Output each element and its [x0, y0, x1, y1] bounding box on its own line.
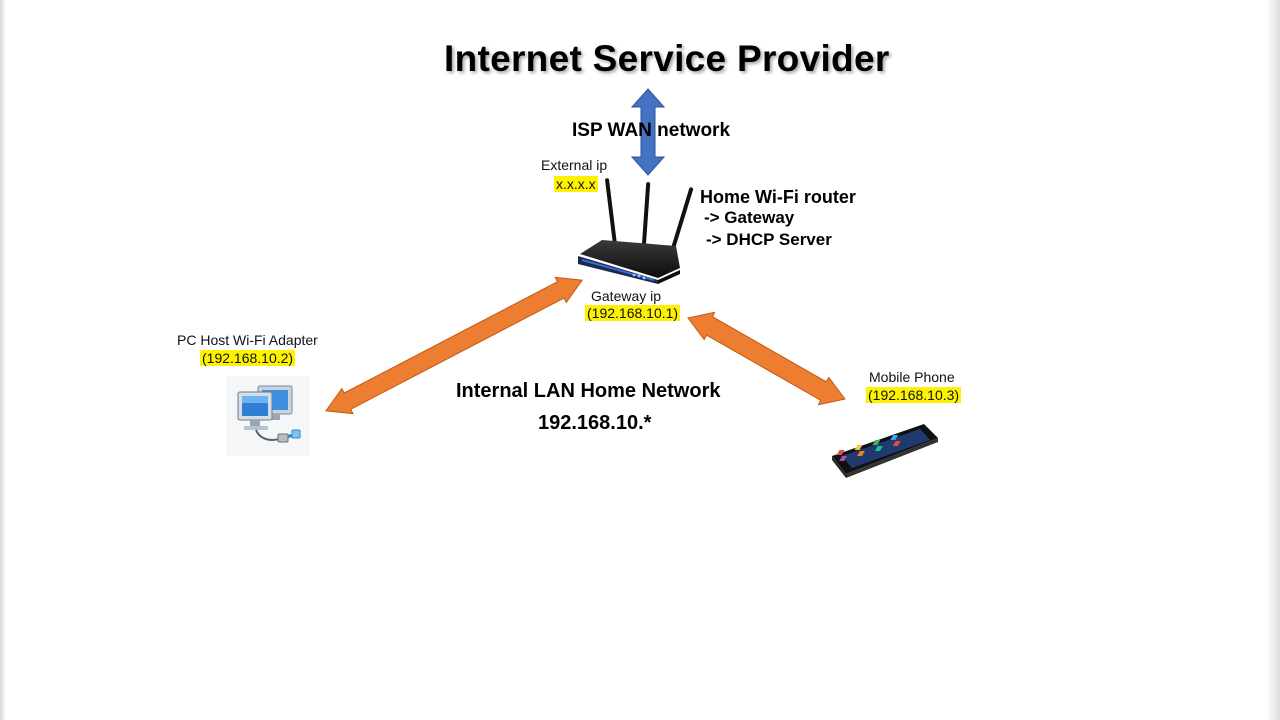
frame-edge-right — [1266, 0, 1280, 720]
diagram-title: Internet Service Provider — [444, 38, 890, 79]
pc-host-label: PC Host Wi-Fi Adapter — [177, 332, 318, 348]
frame-edge-left — [0, 0, 6, 720]
external-ip-label: External ip — [541, 157, 608, 173]
gateway-ip-label: Gateway ip — [591, 288, 662, 304]
lan-network-title: Internal LAN Home Network — [456, 380, 721, 402]
router-icon — [572, 176, 696, 289]
router-role-gateway: -> Gateway — [704, 208, 795, 227]
lan-arrow-pc-router — [325, 276, 584, 415]
gateway-ip-value: (192.168.10.1) — [585, 305, 681, 321]
wan-network-label: ISP WAN network — [572, 120, 731, 141]
pc-host-ip-value: (192.168.10.2) — [200, 350, 296, 366]
lan-arrow-router-mobile — [687, 311, 846, 406]
pc-network-icon — [226, 376, 310, 461]
lan-subnet-value: 192.168.10.* — [538, 412, 652, 434]
mobile-phone-ip-value: (192.168.10.3) — [866, 387, 962, 403]
router-title: Home Wi-Fi router — [700, 187, 856, 207]
router-role-dhcp: -> DHCP Server — [706, 230, 832, 249]
mobile-phone-label: Mobile Phone — [869, 369, 955, 385]
wan-arrow — [630, 88, 666, 176]
external-ip-value: x.x.x.x — [554, 176, 598, 192]
smartphone-icon — [828, 418, 940, 485]
